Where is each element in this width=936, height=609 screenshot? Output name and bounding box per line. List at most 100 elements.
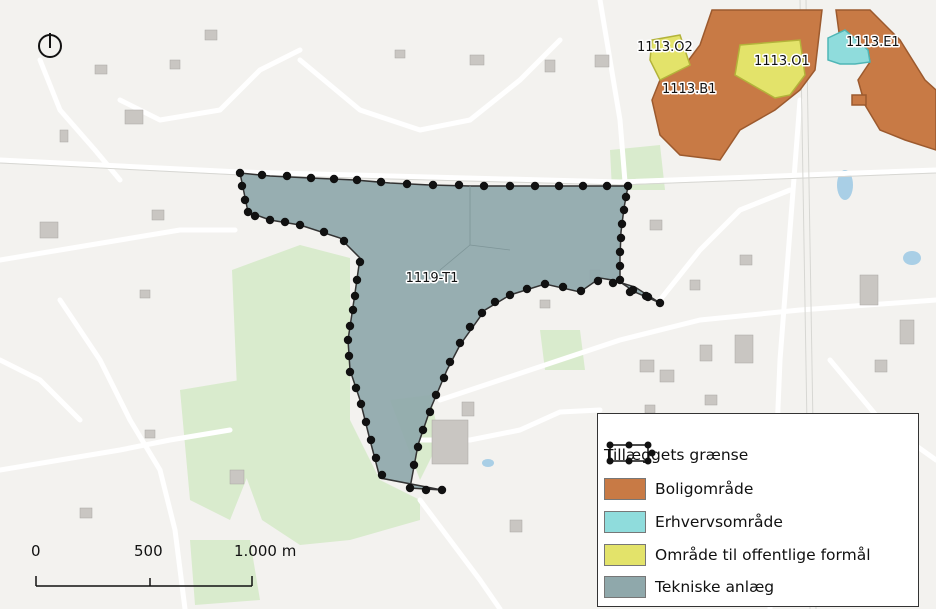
scale-bar-line — [35, 576, 253, 587]
scale-bar: 0 500 1.000 m — [14, 540, 344, 590]
boundary-vertex — [625, 287, 635, 297]
legend-label-technical: Tekniske anlæg — [655, 578, 775, 596]
boundary-dots — [235, 168, 665, 495]
boundary-vertex — [616, 233, 626, 243]
boundary-vertex — [352, 175, 362, 185]
boundary-vertex — [243, 207, 253, 217]
boundary-vertex — [437, 485, 447, 495]
north-arrow-icon — [38, 33, 62, 58]
buildings — [39, 29, 915, 533]
boundary-vertex — [421, 485, 431, 495]
boundary-vertex — [454, 180, 464, 190]
boundary-vertex — [377, 470, 387, 480]
boundary-vertex — [425, 407, 435, 417]
boundary-vertex — [554, 181, 564, 191]
legend-item-business: Erhvervsområde — [604, 507, 783, 537]
boundary-vertex — [655, 298, 665, 308]
boundary-vertex — [339, 236, 349, 246]
boundary-vertex — [345, 321, 355, 331]
boundary-vertex — [505, 290, 515, 300]
boundary-vertex — [615, 247, 625, 257]
boundary-dots-icon — [606, 441, 656, 465]
boundary-vertex — [352, 275, 362, 285]
legend-label-business: Erhvervsområde — [655, 513, 783, 531]
legend-item-technical: Tekniske anlæg — [604, 572, 774, 602]
boundary-vertex — [428, 180, 438, 190]
boundary-vertex — [329, 174, 339, 184]
zone-label-1113-e1: 1113.E1 — [846, 35, 900, 50]
boundary-vertex — [479, 181, 489, 191]
boundary-vertex — [282, 171, 292, 181]
boundary-vertex — [617, 219, 627, 229]
boundary-vertex — [361, 417, 371, 427]
boundary-vertex — [257, 170, 267, 180]
legend-label-public: Område til offentlige formål — [655, 546, 871, 564]
boundary-vertex — [355, 257, 365, 267]
boundary-vertex — [621, 192, 631, 202]
boundary-vertex — [405, 483, 415, 493]
boundary-vertex — [578, 181, 588, 191]
boundary-vertex — [505, 181, 515, 191]
zone-label-1113-b1: 1113.B1 — [662, 82, 716, 97]
legend-label-residential: Boligområde — [655, 480, 754, 498]
zone-label-1113-o1: 1113.O1 — [754, 54, 810, 69]
boundary-vertex — [371, 453, 381, 463]
polygon-internal-lines — [439, 186, 511, 271]
boundary-vertex — [343, 335, 353, 345]
legend-label-boundary: Tillæggets grænse — [604, 446, 749, 464]
boundary-vertex — [615, 261, 625, 271]
map-legend: Tillæggets grænse Boligområde Erhvervsom… — [597, 413, 919, 607]
boundary-vertex — [623, 181, 633, 191]
boundary-vertex — [522, 284, 532, 294]
zone-business[interactable] — [827, 29, 871, 65]
zone-public[interactable] — [649, 34, 806, 99]
legend-swatch-technical — [604, 576, 646, 598]
scale-label-500: 500 — [134, 542, 163, 560]
boundary-vertex — [240, 195, 250, 205]
boundary-vertex — [413, 442, 423, 452]
boundary-vertex — [540, 279, 550, 289]
boundary-vertex — [431, 390, 441, 400]
boundary-vertex — [593, 276, 603, 286]
boundary-vertex — [615, 275, 625, 285]
boundary-vertex — [350, 291, 360, 301]
boundary-vertex — [345, 367, 355, 377]
boundary-vertex — [602, 181, 612, 191]
legend-swatch-residential — [604, 478, 646, 500]
zone-label-1119-t1: 1119-T1 — [406, 271, 459, 286]
legend-item-residential: Boligområde — [604, 474, 753, 504]
boundary-vertex — [348, 305, 358, 315]
boundary-vertex — [490, 297, 500, 307]
boundary-vertex — [418, 425, 428, 435]
zone-label-1113-o2: 1113.O2 — [637, 40, 693, 55]
boundary-vertex — [445, 357, 455, 367]
boundary-vertex — [530, 181, 540, 191]
boundary-vertex — [409, 460, 419, 470]
boundary-vertex — [366, 435, 376, 445]
water-areas — [482, 170, 921, 467]
boundary-vertex — [477, 308, 487, 318]
legend-item-boundary: Tillæggets grænse — [604, 440, 748, 470]
boundary-vertex — [356, 399, 366, 409]
boundary-vertex — [265, 215, 275, 225]
boundary-vertex — [319, 227, 329, 237]
boundary-vertex — [558, 282, 568, 292]
legend-swatch-public — [604, 544, 646, 566]
boundary-vertex — [402, 179, 412, 189]
boundary-vertex — [344, 351, 354, 361]
boundary-vertex — [576, 286, 586, 296]
boundary-vertex — [280, 217, 290, 227]
scale-label-0: 0 — [31, 542, 41, 560]
boundary-vertex — [643, 292, 653, 302]
boundary-vertex — [237, 181, 247, 191]
legend-swatch-business — [604, 511, 646, 533]
boundary-vertex — [376, 177, 386, 187]
boundary-vertex — [295, 220, 305, 230]
boundary-vertex — [455, 338, 465, 348]
boundary-vertex — [608, 278, 618, 288]
boundary-vertex — [306, 173, 316, 183]
boundary-vertex — [250, 211, 260, 221]
boundary-vertex — [235, 168, 245, 178]
